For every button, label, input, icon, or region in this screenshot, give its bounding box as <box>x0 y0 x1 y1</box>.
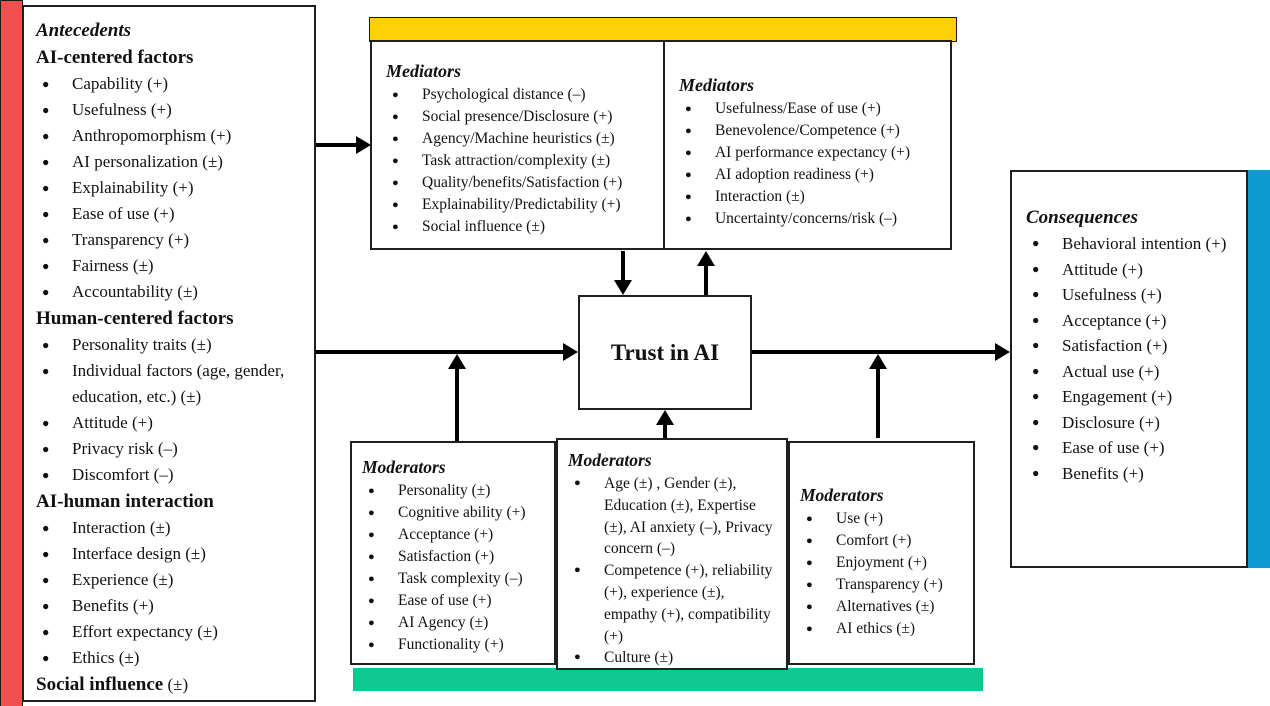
list-item: Psychological distance (–) <box>386 84 657 106</box>
list-item: Cognitive ability (+) <box>362 502 550 524</box>
list-item: Capability (+) <box>36 71 306 97</box>
list-item: Privacy risk (–) <box>36 436 306 462</box>
list-item: Disclosure (+) <box>1026 410 1240 436</box>
list-item: Ease of use (+) <box>1026 435 1240 461</box>
list-item: Experience (±) <box>36 567 306 593</box>
moderators-middle-title: Moderators <box>568 450 652 470</box>
list-item: Attitude (+) <box>1026 257 1240 283</box>
mediators-left-column: Mediators Psychological distance (–)Soci… <box>372 42 665 248</box>
red-accent-bar <box>0 0 23 706</box>
list-item: Quality/benefits/Satisfaction (+) <box>386 172 657 194</box>
moderators-middle-box: Moderators Age (±) , Gender (±), Educati… <box>556 438 788 670</box>
antecedents-list-human-centered: Personality traits (±)Individual factors… <box>36 332 306 488</box>
list-item: Interface design (±) <box>36 541 306 567</box>
list-item: Benevolence/Competence (+) <box>679 120 946 142</box>
mediators-right-title: Mediators <box>678 75 754 95</box>
list-item: Ease of use (+) <box>362 590 550 612</box>
list-item: Usefulness (+) <box>1026 282 1240 308</box>
social-influence-label: Social influence <box>36 674 164 695</box>
list-item: Usefulness (+) <box>36 97 306 123</box>
section-heading-ai-centered: AI-centered factors <box>36 47 194 68</box>
list-item: Individual factors (age, gender, educati… <box>36 358 306 410</box>
list-item: Uncertainty/concerns/risk (–) <box>679 208 946 230</box>
mediators-left-title: Mediators <box>386 61 462 81</box>
list-item: Attitude (+) <box>36 410 306 436</box>
section-heading-human-centered: Human-centered factors <box>36 308 234 329</box>
list-item: Task complexity (–) <box>362 568 550 590</box>
list-item: AI performance expectancy (+) <box>679 142 946 164</box>
moderators-left-box: Moderators Personality (±)Cognitive abil… <box>350 441 556 665</box>
consequences-panel: Consequences Behavioral intention (+)Att… <box>1010 170 1248 568</box>
list-item: Competence (+), reliability (+), experie… <box>568 560 780 647</box>
list-item: Transparency (+) <box>800 574 969 596</box>
list-item: Behavioral intention (+) <box>1026 231 1240 257</box>
list-item: Fairness (±) <box>36 253 306 279</box>
list-item: Acceptance (+) <box>1026 308 1240 334</box>
blue-accent-bar <box>1248 170 1270 568</box>
mediators-box: Mediators Psychological distance (–)Soci… <box>370 40 952 250</box>
list-item: Task attraction/complexity (±) <box>386 150 657 172</box>
list-item: Explainability (+) <box>36 175 306 201</box>
consequences-list: Behavioral intention (+)Attitude (+)Usef… <box>1026 231 1240 486</box>
list-item: Accountability (±) <box>36 279 306 305</box>
list-item: Functionality (+) <box>362 634 550 656</box>
list-item: Alternatives (±) <box>800 596 969 618</box>
list-item: Engagement (+) <box>1026 384 1240 410</box>
list-item: Agency/Machine heuristics (±) <box>386 128 657 150</box>
consequences-title: Consequences <box>1026 207 1138 228</box>
list-item: Interaction (±) <box>679 186 946 208</box>
green-accent-bar <box>353 668 983 691</box>
mediators-right-list: Usefulness/Ease of use (+)Benevolence/Co… <box>679 98 946 230</box>
section-heading-ai-human-interaction: AI-human interaction <box>36 491 214 512</box>
list-item: Comfort (+) <box>800 530 969 552</box>
social-influence-sign: (±) <box>163 675 189 694</box>
list-item: Enjoyment (+) <box>800 552 969 574</box>
list-item: Use (+) <box>800 508 969 530</box>
list-item: Anthropomorphism (+) <box>36 123 306 149</box>
list-item: Culture (±) <box>568 647 780 669</box>
list-item: Social influence (±) <box>386 216 657 238</box>
list-item: AI adoption readiness (+) <box>679 164 946 186</box>
antecedents-list-ai-human-interaction: Interaction (±)Interface design (±)Exper… <box>36 515 306 671</box>
list-item: Actual use (+) <box>1026 359 1240 385</box>
list-item: Benefits (+) <box>36 593 306 619</box>
list-item: Ease of use (+) <box>36 201 306 227</box>
list-item: Transparency (+) <box>36 227 306 253</box>
antecedents-title: Antecedents <box>36 20 131 41</box>
moderators-middle-list: Age (±) , Gender (±), Education (±), Exp… <box>568 473 780 669</box>
list-item: Ethics (±) <box>36 645 306 671</box>
moderators-right-title: Moderators <box>800 485 884 505</box>
trust-label: Trust in AI <box>610 339 720 365</box>
trust-box: Trust in AI <box>578 295 752 410</box>
moderators-right-box: Moderators Use (+)Comfort (+)Enjoyment (… <box>788 441 975 665</box>
mediators-left-list: Psychological distance (–)Social presenc… <box>386 84 657 238</box>
moderators-left-title: Moderators <box>362 457 446 477</box>
list-item: Satisfaction (+) <box>1026 333 1240 359</box>
list-item: Social presence/Disclosure (+) <box>386 106 657 128</box>
list-item: Satisfaction (+) <box>362 546 550 568</box>
moderators-right-list: Use (+)Comfort (+)Enjoyment (+)Transpare… <box>800 508 969 640</box>
list-item: AI Agency (±) <box>362 612 550 634</box>
list-item: Personality (±) <box>362 480 550 502</box>
list-item: Age (±) , Gender (±), Education (±), Exp… <box>568 473 780 560</box>
antecedents-list-ai-centered: Capability (+)Usefulness (+)Anthropomorp… <box>36 71 306 305</box>
moderators-left-list: Personality (±)Cognitive ability (+)Acce… <box>362 480 550 656</box>
mediators-right-column: Mediators Usefulness/Ease of use (+)Bene… <box>665 42 950 248</box>
antecedents-panel: Antecedents AI-centered factors Capabili… <box>22 5 316 702</box>
list-item: Personality traits (±) <box>36 332 306 358</box>
list-item: Discomfort (–) <box>36 462 306 488</box>
list-item: Effort expectancy (±) <box>36 619 306 645</box>
list-item: Explainability/Predictability (+) <box>386 194 657 216</box>
list-item: Acceptance (+) <box>362 524 550 546</box>
list-item: AI personalization (±) <box>36 149 306 175</box>
list-item: Usefulness/Ease of use (+) <box>679 98 946 120</box>
list-item: AI ethics (±) <box>800 618 969 640</box>
list-item: Interaction (±) <box>36 515 306 541</box>
yellow-accent-bar <box>369 17 957 42</box>
list-item: Benefits (+) <box>1026 461 1240 487</box>
section-heading-social-influence: Social influence (±) <box>36 671 306 698</box>
